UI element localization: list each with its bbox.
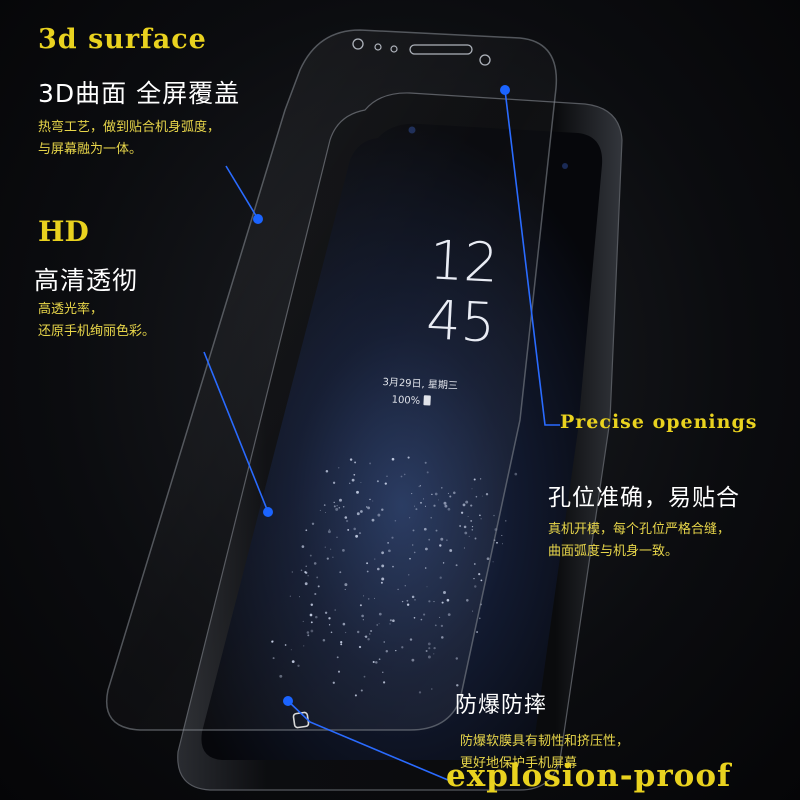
feature-explosion-proof-desc: 防爆软膜具有韧性和挤压性， 更好地保护手机屏幕 bbox=[460, 734, 630, 771]
film-earpiece-opening bbox=[409, 44, 473, 55]
sparkle bbox=[505, 520, 507, 522]
callout-dots bbox=[253, 85, 510, 706]
feature-explosion-proof-title: 防爆防摔 bbox=[455, 693, 548, 718]
clock-minutes: 45 bbox=[424, 288, 497, 355]
dot-precise-openings bbox=[500, 85, 510, 95]
sparkle bbox=[476, 631, 479, 633]
leader-precise-openings bbox=[504, 89, 560, 426]
proximity-sensor-icon bbox=[562, 163, 568, 169]
sparkle bbox=[501, 543, 504, 545]
sparkle bbox=[496, 541, 498, 544]
clock-hours: 12 bbox=[427, 228, 500, 295]
film-sensor-opening bbox=[479, 54, 491, 66]
feature-3d-surface-desc: 热弯工艺，做到贴合机身弧度， 与屏幕融为一体。 bbox=[38, 120, 221, 157]
lockscreen-clock: 12 45 bbox=[424, 228, 500, 355]
sparkle bbox=[514, 472, 518, 476]
feature-hd-desc: 高透光率， 还原手机绚丽色彩。 bbox=[38, 302, 156, 339]
feature-precise-openings-en: Precise openings bbox=[560, 411, 758, 433]
feature-3d-surface-title: 3D曲面 全屏覆盖 bbox=[38, 79, 241, 108]
film-camera-opening bbox=[352, 38, 364, 50]
sparkle bbox=[492, 561, 494, 563]
dot-explosion-proof bbox=[283, 696, 293, 706]
leader-3d-surface bbox=[225, 165, 259, 220]
dot-3d-surface bbox=[253, 214, 263, 224]
battery-level: 100% bbox=[391, 394, 421, 408]
callout-leaders bbox=[203, 89, 560, 781]
screen-protector-film bbox=[106, 29, 558, 731]
lockscreen-status: 3月29日, 星期三 100% bbox=[381, 374, 458, 412]
battery-icon bbox=[423, 395, 431, 406]
sparkle bbox=[501, 534, 503, 537]
feature-hd-title: 高清透彻 bbox=[34, 266, 139, 295]
leader-hd bbox=[203, 351, 269, 513]
feature-precise-openings-title: 孔位准确，易贴合 bbox=[548, 485, 740, 511]
feature-hd-en: HD bbox=[38, 215, 89, 248]
dot-hd bbox=[263, 507, 273, 517]
feature-3d-surface-en: 3d surface bbox=[38, 24, 207, 55]
sparkle bbox=[479, 617, 481, 620]
feature-precise-openings-desc: 真机开模，每个孔位严格合缝， 曲面弧度与机身一致。 bbox=[548, 522, 731, 559]
feature-explosion-proof-en: explosion-proof bbox=[446, 758, 732, 794]
leader-explosion-proof bbox=[287, 700, 449, 781]
